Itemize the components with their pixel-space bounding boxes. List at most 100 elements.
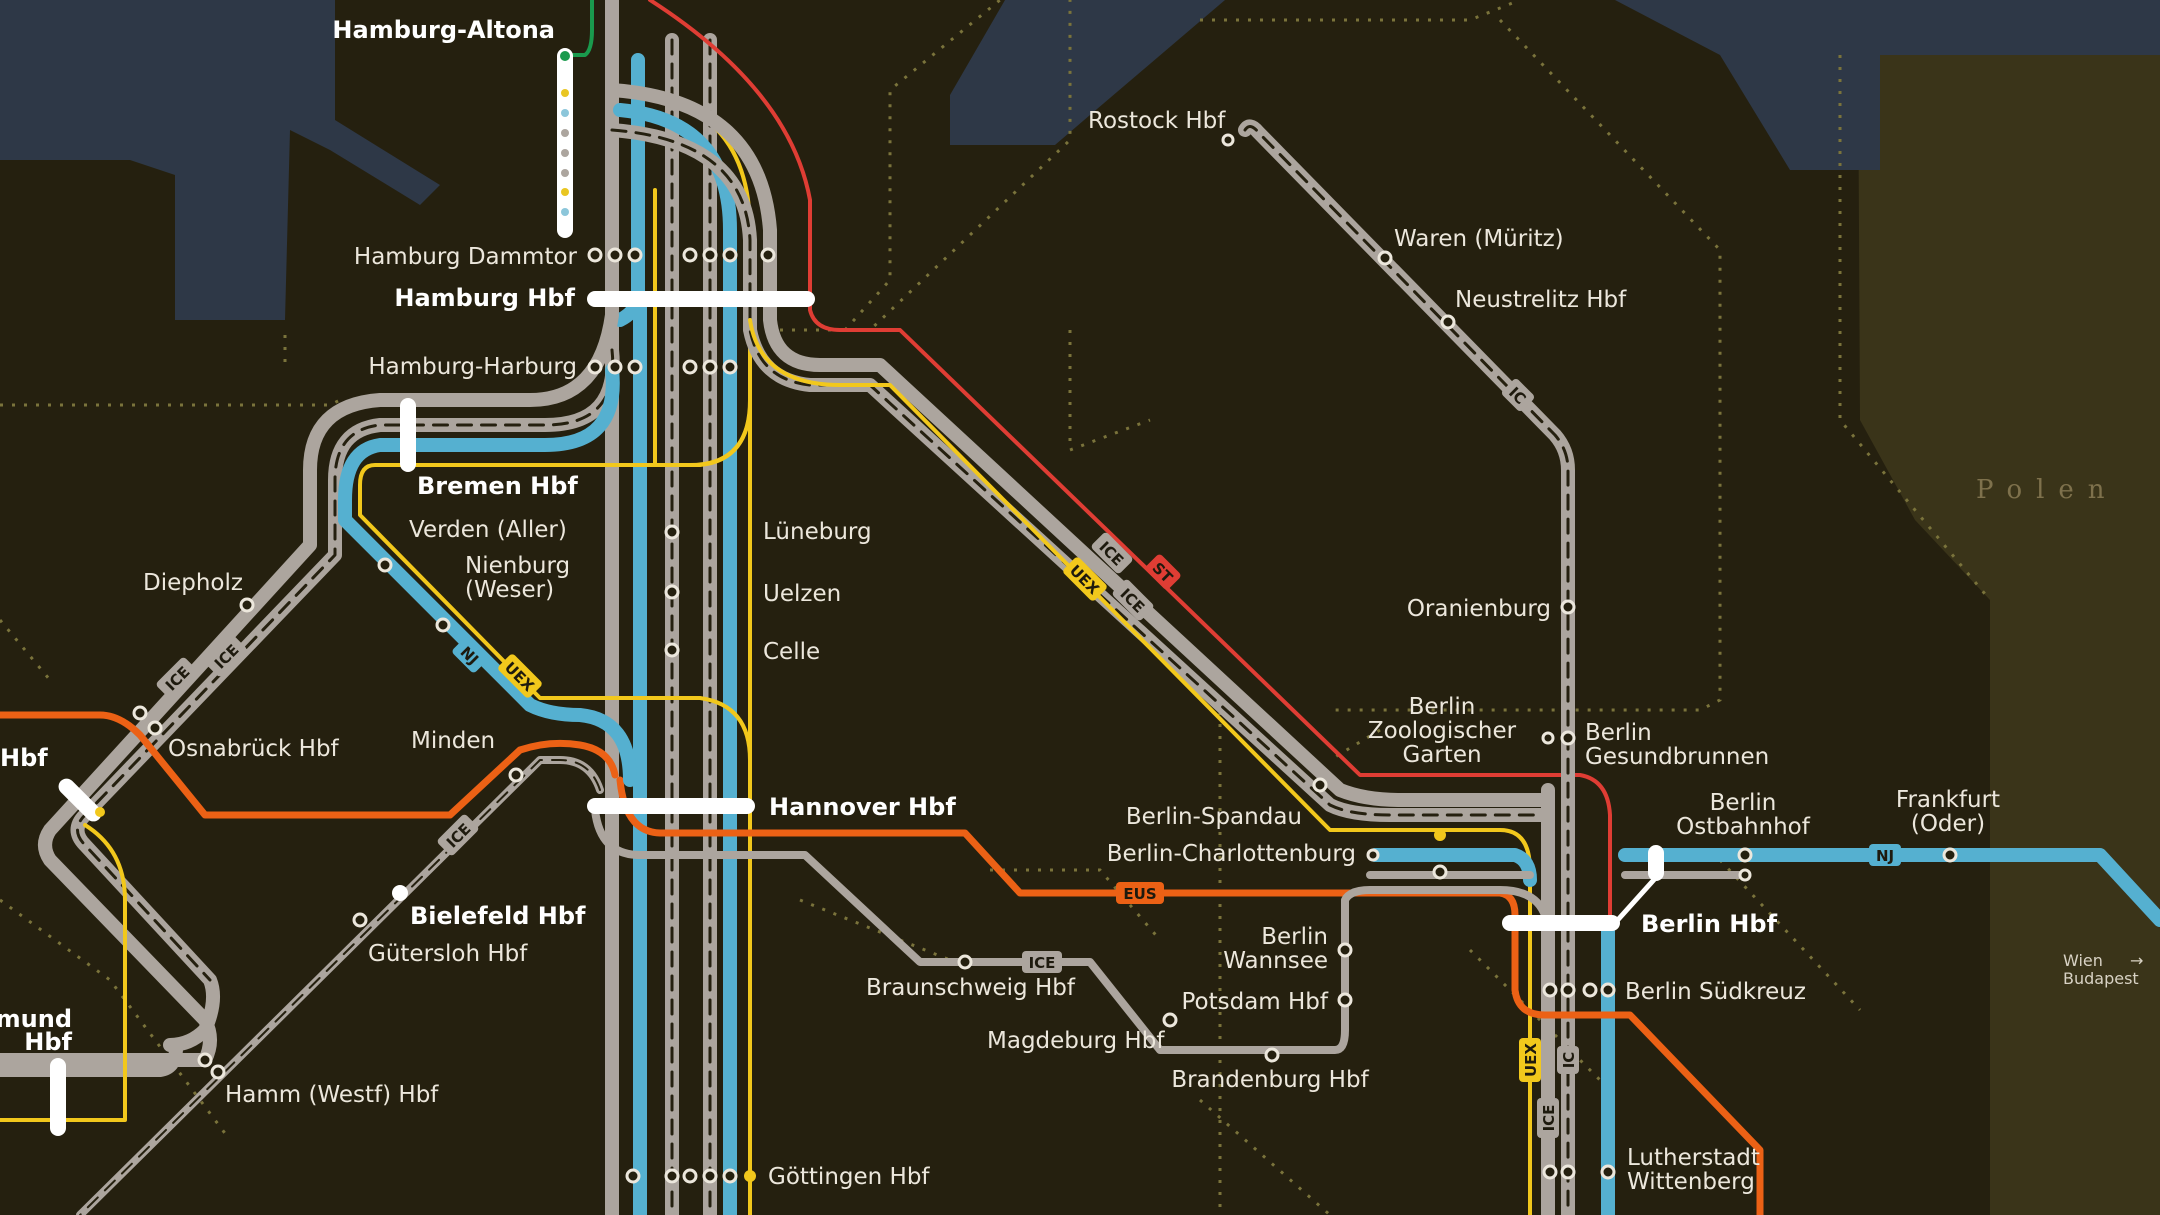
line-nightjet-hamburg-bremen[interactable] <box>338 363 637 787</box>
svg-text:NJ: NJ <box>1876 847 1894 865</box>
platform-berlin-ostbahnhof[interactable] <box>1648 845 1664 881</box>
badge-nj-2: NJ <box>1869 844 1901 866</box>
stops-hamburg-harburg[interactable] <box>587 359 738 375</box>
label-hamburg-altona[interactable]: Hamburg-Altona <box>332 16 555 44</box>
svg-text:UEX: UEX <box>1522 1043 1540 1077</box>
exit-label-budapest[interactable]: Budapest <box>2063 969 2139 988</box>
line-ice-hamburg-berlin[interactable] <box>605 83 1552 822</box>
stops-goettingen[interactable] <box>625 1168 738 1184</box>
stops-hamburg-dammtor[interactable] <box>587 247 776 263</box>
label-guetersloh[interactable]: Gütersloh Hbf <box>368 941 528 967</box>
label-brandenburg[interactable]: Brandenburg Hbf <box>1171 1067 1369 1093</box>
stops-lueneburg-celle[interactable] <box>132 524 680 1080</box>
line-st-hamburg-berlin[interactable] <box>648 0 1612 932</box>
exit-arrow-icon[interactable]: → <box>2130 951 2143 970</box>
platform-hamburg-hbf[interactable] <box>587 291 815 307</box>
water-north-sea <box>0 0 440 320</box>
label-berlin-charlottenburg[interactable]: Berlin-Charlottenburg <box>1107 841 1356 867</box>
line-ice-minden-hamm-dash[interactable] <box>79 759 601 1215</box>
line-ic-rostock-berlin[interactable] <box>1238 119 1575 1215</box>
label-hamm[interactable]: Hamm (Westf) Hbf <box>225 1082 439 1108</box>
label-diepholz[interactable]: Diepholz <box>143 570 243 596</box>
platform-bremen-hbf[interactable] <box>400 398 416 472</box>
platform-hamburg-altona[interactable] <box>557 48 573 238</box>
badge-ice-6: ICE <box>1022 951 1062 973</box>
line-uex-bremen-hannover[interactable] <box>358 408 752 762</box>
label-neustrelitz[interactable]: Neustrelitz Hbf <box>1455 287 1627 313</box>
label-hamburg-hbf[interactable]: Hamburg Hbf <box>394 284 575 312</box>
label-berlin-ost-1[interactable]: Berlin <box>1710 790 1777 816</box>
label-minden[interactable]: Minden <box>411 728 495 754</box>
label-muenster-partial[interactable]: Hbf <box>0 744 48 772</box>
line-green-altona[interactable] <box>563 0 594 57</box>
label-berlin-spandau[interactable]: Berlin-Spandau <box>1126 804 1302 830</box>
line-uex-west[interactable] <box>0 823 127 1122</box>
label-berlin-gesund-2[interactable]: Gesundbrunnen <box>1585 744 1769 770</box>
label-berlin-ost-2[interactable]: Ostbahnhof <box>1676 814 1811 840</box>
label-berlin-wannsee-2[interactable]: Wannsee <box>1223 948 1328 974</box>
label-uelzen[interactable]: Uelzen <box>763 581 841 607</box>
station-stops-layer <box>50 48 1958 1184</box>
label-berlin-zoo-2[interactable]: Zoologischer <box>1368 718 1517 744</box>
poland-territory <box>1858 40 2160 1215</box>
badge-eus: EUS <box>1116 882 1164 904</box>
badge-ice-7: ICE <box>1537 1098 1559 1138</box>
stops-east[interactable] <box>957 133 1958 1180</box>
label-nienburg-2[interactable]: (Weser) <box>465 577 554 603</box>
label-waren[interactable]: Waren (Müritz) <box>1394 226 1564 252</box>
platform-hannover-hbf[interactable] <box>587 798 755 814</box>
water-baltic-sea <box>950 0 2160 170</box>
border-lines <box>0 0 1992 1215</box>
label-osnabrueck[interactable]: Osnabrück Hbf <box>168 736 340 762</box>
connector-berlin-hbf <box>1613 871 1662 925</box>
platform-dortmund[interactable] <box>50 1058 66 1136</box>
label-wittenberg-2[interactable]: Wittenberg <box>1627 1169 1755 1195</box>
label-potsdam[interactable]: Potsdam Hbf <box>1181 989 1328 1015</box>
label-bielefeld[interactable]: Bielefeld Hbf <box>410 902 586 930</box>
label-berlin-zoo-3[interactable]: Garten <box>1402 742 1481 768</box>
label-berlin-hbf[interactable]: Berlin Hbf <box>1641 910 1778 938</box>
label-nienburg-1[interactable]: Nienburg <box>465 553 570 579</box>
label-berlin-wannsee-1[interactable]: Berlin <box>1261 924 1328 950</box>
svg-text:ICE: ICE <box>1540 1105 1558 1132</box>
station-labels-layer: Hamburg-Altona Hamburg Dammtor Hamburg H… <box>0 16 2143 1195</box>
svg-text:ICE: ICE <box>1029 954 1056 972</box>
label-rostock[interactable]: Rostock Hbf <box>1088 108 1226 134</box>
platform-muenster[interactable] <box>55 775 104 824</box>
exit-label-wien[interactable]: Wien <box>2063 951 2103 970</box>
label-bremen-hbf[interactable]: Bremen Hbf <box>417 472 578 500</box>
label-celle[interactable]: Celle <box>763 639 820 665</box>
label-magdeburg[interactable]: Magdeburg Hbf <box>987 1028 1165 1054</box>
label-goettingen[interactable]: Göttingen Hbf <box>768 1164 930 1190</box>
badge-ic-2: IC <box>1557 1046 1579 1074</box>
label-dortmund-2[interactable]: Hbf <box>24 1028 72 1056</box>
label-braunschweig[interactable]: Braunschweig Hbf <box>866 975 1076 1001</box>
label-lueneburg[interactable]: Lüneburg <box>763 519 872 545</box>
line-uex-hamburg-berlin[interactable] <box>748 318 1532 1215</box>
line-eus-west[interactable] <box>0 711 619 819</box>
label-dortmund-1[interactable]: rtmund <box>0 1005 72 1033</box>
label-oranienburg[interactable]: Oranienburg <box>1407 596 1551 622</box>
svg-text:EUS: EUS <box>1123 885 1156 903</box>
stop-bielefeld[interactable] <box>392 885 408 901</box>
label-frankfurt-oder-2[interactable]: (Oder) <box>1911 811 1985 837</box>
line-ice-hamburg-hannover[interactable] <box>605 0 717 1215</box>
label-hannover[interactable]: Hannover Hbf <box>769 793 956 821</box>
line-ice-hannover-berlin[interactable] <box>591 806 1552 1054</box>
label-wittenberg-1[interactable]: Lutherstadt <box>1627 1145 1760 1171</box>
label-hamburg-dammtor[interactable]: Hamburg Dammtor <box>354 244 578 270</box>
badge-uex-3: UEX <box>1519 1038 1541 1082</box>
svg-text:IC: IC <box>1560 1052 1578 1069</box>
label-berlin-suedkreuz[interactable]: Berlin Südkreuz <box>1625 979 1806 1005</box>
label-berlin-gesund-1[interactable]: Berlin <box>1585 720 1652 746</box>
label-frankfurt-oder-1[interactable]: Frankfurt <box>1896 787 2000 813</box>
line-eus-hannover-berlin[interactable] <box>616 776 1764 1215</box>
label-hamburg-harburg[interactable]: Hamburg-Harburg <box>368 354 577 380</box>
label-verden[interactable]: Verden (Aller) <box>409 517 567 543</box>
platform-berlin-hbf[interactable] <box>1502 915 1620 931</box>
label-berlin-zoo-1[interactable]: Berlin <box>1409 694 1476 720</box>
country-label-poland: Polen <box>1976 475 2119 505</box>
